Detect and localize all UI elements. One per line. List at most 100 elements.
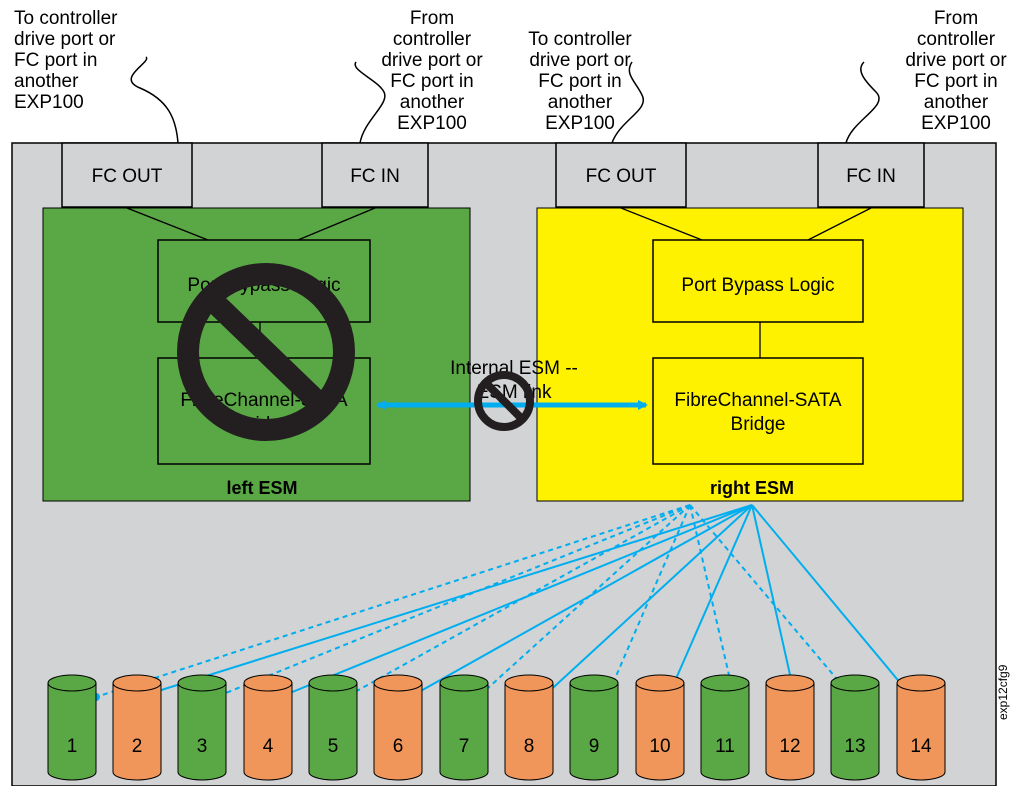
drive-number: 2 <box>132 736 143 757</box>
port-label-left-in: FC IN <box>350 166 400 187</box>
drive-body <box>765 683 815 781</box>
label-to-controller-right: To controller drive port or FC port in a… <box>528 29 632 134</box>
port-box-right-in <box>817 142 925 208</box>
drive-2: 2 <box>112 674 162 781</box>
drive-top <box>243 674 293 692</box>
drive-top <box>765 674 815 692</box>
drive-9: 9 <box>569 674 619 781</box>
drive-number: 8 <box>524 736 535 757</box>
right-esm <box>536 207 964 502</box>
drive-12: 12 <box>765 674 815 781</box>
drive-number: 11 <box>715 736 735 757</box>
drive-number: 7 <box>459 736 470 757</box>
drive-3: 3 <box>177 674 227 781</box>
left-esm-label: left ESM <box>226 478 297 498</box>
drive-number: 10 <box>649 736 670 757</box>
drive-link-5 <box>345 504 691 698</box>
drive-top <box>896 674 946 692</box>
drive-top <box>47 674 97 692</box>
drive-number: 1 <box>67 736 78 757</box>
port-box-left-out <box>61 142 193 208</box>
figure-id: exp12cfg9 <box>996 664 1010 720</box>
right-port-bypass-box <box>652 239 864 323</box>
drive-body <box>308 683 358 781</box>
drive-link-13 <box>689 504 853 698</box>
drive-number: 3 <box>197 736 208 757</box>
drive-link-14 <box>751 504 913 698</box>
cable-left-in <box>354 61 386 144</box>
left-in-connector <box>297 207 376 241</box>
drive-top <box>373 674 423 692</box>
drive-8: 8 <box>504 674 554 781</box>
drive-body <box>569 683 619 781</box>
drive-10: 10 <box>635 674 685 781</box>
left-out-connector <box>126 207 209 241</box>
right-esm-label: right ESM <box>710 478 794 498</box>
drive-body <box>700 683 750 781</box>
port-label-right-in: FC IN <box>846 166 896 187</box>
port-box-left-in <box>321 142 429 208</box>
drive-body <box>504 683 554 781</box>
drive-13: 13 <box>830 674 880 781</box>
drive-top <box>177 674 227 692</box>
drive-link-6 <box>409 504 753 698</box>
right-port-bypass-label: Port Bypass Logic <box>681 275 834 296</box>
left-port-bypass-box <box>157 239 371 323</box>
drive-top <box>112 674 162 692</box>
port-label-left-out: FC OUT <box>92 166 163 187</box>
drive-link-12 <box>751 504 796 698</box>
drive-body <box>47 683 97 781</box>
internal-link-prohibited-icon <box>474 371 534 431</box>
internal-link-label-line1: Internal ESM -- <box>450 358 578 379</box>
drive-top <box>700 674 750 692</box>
drive-number: 9 <box>589 736 600 757</box>
drive-body <box>373 683 423 781</box>
label-from-controller-left: From controller drive port or FC port in… <box>381 8 483 134</box>
label-from-controller-right: From controller drive port or FC port in… <box>905 8 1007 134</box>
drive-top <box>504 674 554 692</box>
drive-7: 7 <box>439 674 489 781</box>
cable-right-out <box>611 61 645 144</box>
cable-left-out <box>130 56 179 144</box>
drive-link-10 <box>667 504 753 698</box>
drive-14: 14 <box>896 674 946 781</box>
port-label-right-out: FC OUT <box>586 166 657 187</box>
drive-link-7 <box>477 504 691 698</box>
drive-top <box>830 674 880 692</box>
drive-link-9 <box>606 504 691 698</box>
drive-number: 5 <box>328 736 339 757</box>
drive-body <box>439 683 489 781</box>
right-bridge-box <box>652 357 864 465</box>
drive-number: 12 <box>779 736 800 757</box>
cable-right-in <box>845 61 880 144</box>
drive-top <box>569 674 619 692</box>
drive-number: 4 <box>263 736 274 757</box>
drive-body <box>243 683 293 781</box>
right-bridge-label-line2: Bridge <box>731 414 786 435</box>
drive-number: 6 <box>393 736 404 757</box>
right-bridge-label-line1: FibreChannel-SATA <box>674 390 842 411</box>
drive-link-3 <box>215 504 691 698</box>
left-esm-prohibited-icon <box>177 263 355 441</box>
drive-body <box>177 683 227 781</box>
drive-link-8 <box>542 504 753 698</box>
drive-body <box>112 683 162 781</box>
drive-number: 14 <box>910 736 932 757</box>
drive-link-2 <box>138 504 753 698</box>
drive-body <box>635 683 685 781</box>
drive-11: 11 <box>700 674 750 781</box>
drive-number: 13 <box>844 736 865 757</box>
drive-link-11 <box>689 504 735 698</box>
drive-top <box>439 674 489 692</box>
drive-body <box>896 683 946 781</box>
drive-5: 5 <box>308 674 358 781</box>
drive-1: 1 <box>47 674 97 781</box>
drive-body <box>830 683 880 781</box>
drive-top <box>635 674 685 692</box>
drive-4: 4 <box>243 674 293 781</box>
drive-6: 6 <box>373 674 423 781</box>
drive-top <box>308 674 358 692</box>
